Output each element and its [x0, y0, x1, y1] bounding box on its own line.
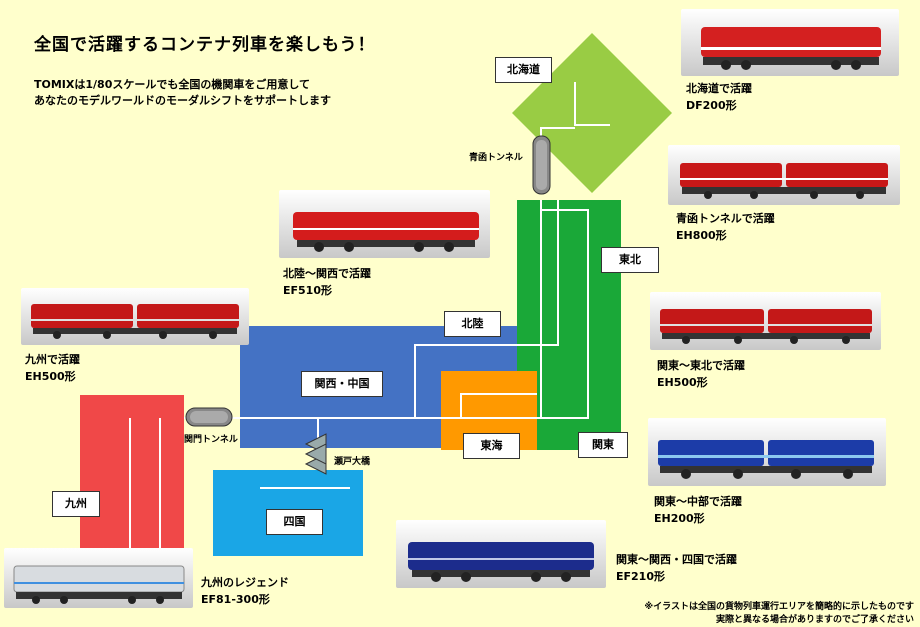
caption-model: EH800形	[676, 229, 727, 242]
loco-eh500-icon	[21, 288, 249, 345]
caption-area: 関東～関西・四国で活躍	[616, 553, 737, 566]
caption-ef81: 九州のレジェンド EF81-300形	[201, 574, 289, 608]
seikan-tunnel-icon	[532, 135, 551, 195]
footnote: ※イラストは全国の貨物列車運行エリアを簡略的に示したものです 実際と異なる場合が…	[644, 599, 914, 625]
caption-area: 九州で活躍	[25, 353, 80, 366]
label-kyushu: 九州	[52, 491, 100, 517]
caption-model: EF210形	[616, 570, 665, 583]
loco-photo-eh500-kanto	[650, 292, 881, 350]
caption-area: 北陸～関西で活躍	[283, 267, 371, 280]
label-kansai-chugoku: 関西・中国	[301, 371, 383, 397]
caption-model: EF81-300形	[201, 593, 270, 606]
footnote-line-2: 実際と異なる場合がありますのでご了承ください	[715, 615, 914, 625]
caption-eh200: 関東～中部で活躍 EH200形	[654, 493, 742, 527]
caption-area: 九州のレジェンド	[201, 576, 289, 589]
caption-model: EH500形	[25, 370, 76, 383]
region-kyushu-shape	[80, 395, 184, 555]
caption-area: 北海道で活躍	[686, 82, 752, 95]
loco-eh800-icon	[668, 145, 900, 205]
loco-photo-ef510	[279, 190, 490, 258]
tag-seikan: 青函トンネル	[469, 153, 523, 163]
caption-eh500-kanto: 関東～東北で活躍 EH500形	[657, 357, 745, 391]
caption-model: EH200形	[654, 512, 705, 525]
caption-eh800: 青函トンネルで活躍 EH800形	[676, 210, 775, 244]
intro-line-1: TOMIXは1/80スケールでも全国の機関車をご用意して	[34, 78, 311, 91]
label-hokuriku: 北陸	[444, 311, 501, 337]
loco-df200-icon	[681, 9, 899, 76]
label-hokkaido: 北海道	[495, 57, 552, 83]
caption-area: 関東～中部で活躍	[654, 495, 742, 508]
caption-eh500-kyushu: 九州で活躍 EH500形	[25, 351, 80, 385]
intro-line-2: あなたのモデルワールドのモーダルシフトをサポートします	[34, 94, 331, 107]
label-kanto: 関東	[578, 432, 628, 458]
seto-bridge-icon	[304, 433, 327, 475]
loco-photo-eh500-kyushu	[21, 288, 249, 345]
loco-eh500-icon	[650, 292, 881, 350]
caption-model: EF510形	[283, 284, 332, 297]
tag-seto: 瀬戸大橋	[334, 457, 371, 467]
loco-photo-eh800	[668, 145, 900, 205]
loco-photo-df200	[681, 9, 899, 76]
caption-model: EH500形	[657, 376, 708, 389]
kanmon-tunnel-icon	[185, 407, 233, 427]
caption-df200: 北海道で活躍 DF200形	[686, 80, 752, 114]
caption-ef510: 北陸～関西で活躍 EF510形	[283, 265, 371, 299]
loco-ef510-icon	[279, 190, 490, 258]
tag-kanmon: 関門トンネル	[184, 435, 238, 445]
caption-model: DF200形	[686, 99, 737, 112]
label-tohoku: 東北	[601, 247, 659, 273]
caption-ef210: 関東～関西・四国で活躍 EF210形	[616, 551, 737, 585]
label-shikoku: 四国	[266, 509, 323, 535]
caption-area: 関東～東北で活躍	[657, 359, 745, 372]
loco-photo-eh200	[648, 418, 886, 486]
footnote-line-1: ※イラストは全国の貨物列車運行エリアを簡略的に示したものです	[644, 602, 914, 612]
region-hokkaido-shape	[512, 33, 672, 193]
page-title: 全国で活躍するコンテナ列車を楽しもう！	[34, 35, 376, 55]
loco-photo-ef81	[4, 548, 193, 608]
label-tokai: 東海	[463, 433, 520, 459]
loco-eh200-icon	[648, 418, 886, 486]
loco-ef210-icon	[396, 520, 606, 588]
intro-text: TOMIXは1/80スケールでも全国の機関車をご用意して あなたのモデルワールド…	[34, 77, 331, 109]
loco-photo-ef210	[396, 520, 606, 588]
caption-area: 青函トンネルで活躍	[676, 212, 775, 225]
loco-ef81-icon	[4, 548, 193, 608]
